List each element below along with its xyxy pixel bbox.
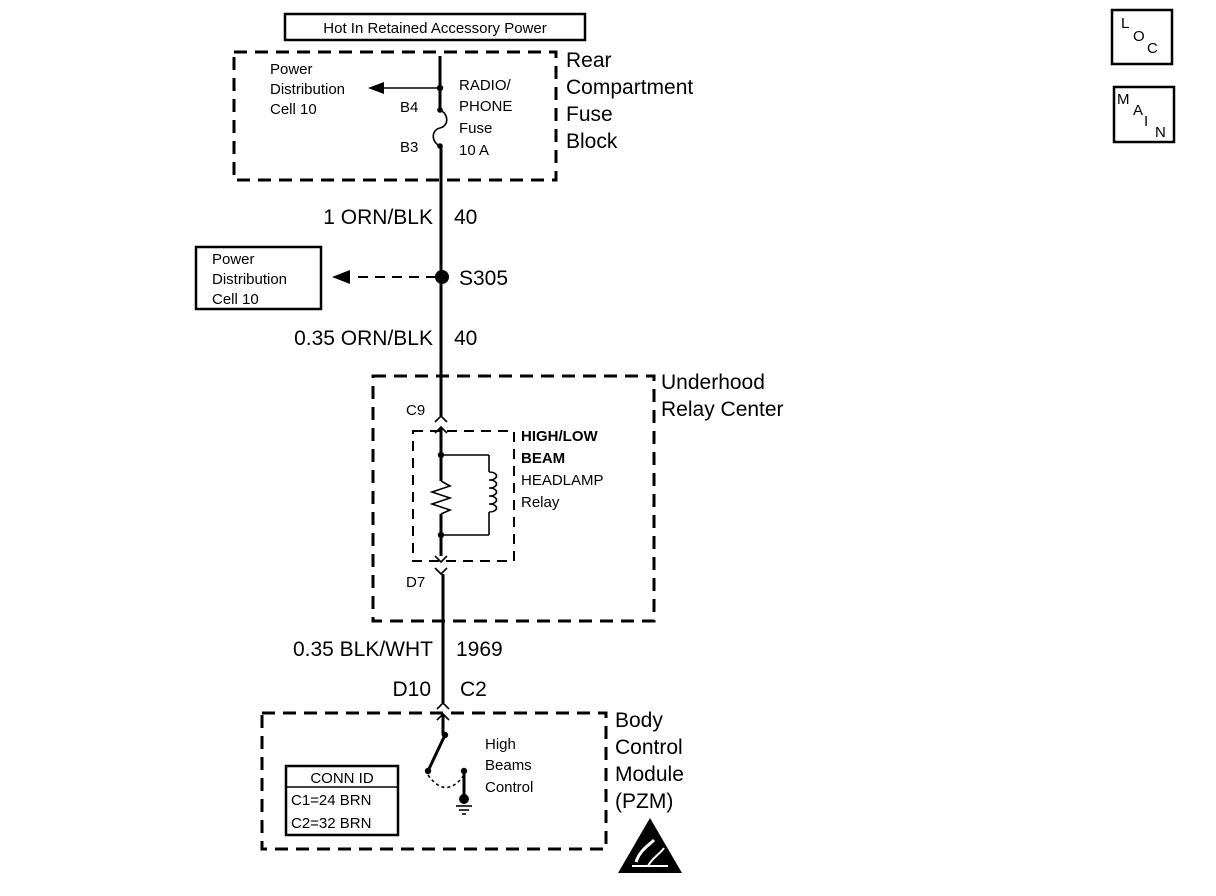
bcm-name-line-4: (PZM) <box>615 790 673 813</box>
relay-label-line-4: Relay <box>521 494 560 511</box>
relay-pin-in: C9 <box>406 402 425 419</box>
fuse-label-line-1: RADIO/ <box>459 77 512 94</box>
conn-id-c2: C2=32 BRN <box>291 815 371 832</box>
switch-contact-left <box>424 767 432 775</box>
bcm-pin-left: D10 <box>392 678 431 701</box>
bcm-name-line-2: Control <box>615 736 683 759</box>
main-letter-2: A <box>1133 102 1143 119</box>
switch-label: High Beams Control <box>485 736 536 796</box>
main-letter-3: I <box>1144 113 1148 130</box>
splice-pdc-line-1: Power <box>212 251 255 268</box>
fuse-pin-bottom: B3 <box>400 139 418 156</box>
main-letter-1: M <box>1117 91 1130 108</box>
fuse-pin-top: B4 <box>400 99 418 116</box>
wire1-label: 1 ORN/BLK <box>323 206 433 229</box>
connector-c9-upper-icon <box>434 414 448 423</box>
loc-button[interactable]: L O C <box>1110 8 1174 66</box>
bcm-outline <box>260 711 608 851</box>
main-button[interactable]: M A I N <box>1112 85 1176 144</box>
fuse-block-name-line-3: Fuse <box>566 103 613 126</box>
header-label: Hot In Retained Accessory Power <box>323 20 546 37</box>
switch-label-line-2: Beams <box>485 757 532 774</box>
wire3-label: 0.35 BLK/WHT <box>293 638 433 661</box>
relay-node-top <box>437 451 445 459</box>
main-button-frame <box>1112 85 1176 144</box>
bcm-name-line-3: Module <box>615 763 684 786</box>
fuse-terminal-top <box>437 107 443 113</box>
loc-button-frame <box>1110 8 1174 66</box>
main-letter-4: N <box>1155 124 1166 141</box>
ground-node <box>459 794 469 804</box>
fuse-feed-node <box>436 84 444 92</box>
bcm-name-line-1: Body <box>615 709 663 732</box>
splice-name: S305 <box>459 267 508 290</box>
fuse-label-line-4: 10 A <box>459 142 489 159</box>
conn-id-box <box>284 764 400 837</box>
switch-link-icon <box>427 774 465 789</box>
connector-c2-upper-icon <box>436 701 450 710</box>
relay-outline <box>412 430 515 562</box>
esd-warning-icon <box>618 818 682 873</box>
switch-label-line-1: High <box>485 736 516 753</box>
relay-center-outline <box>371 374 656 623</box>
fuse-block-name-line-2: Compartment <box>566 76 693 99</box>
bcm-pin-right: C2 <box>460 678 487 701</box>
loc-letter-3: C <box>1147 40 1158 57</box>
relay-center-name: Underhood Relay Center <box>661 371 784 421</box>
fuse-block-outline <box>232 50 558 182</box>
connector-d7-upper-icon <box>434 555 448 564</box>
fuse-icon <box>432 109 448 147</box>
fuse-block-name: Rear Compartment Fuse Block <box>566 49 699 153</box>
fuse-label-line-3: Fuse <box>459 120 492 137</box>
relay-coil-icon <box>488 471 498 513</box>
switch-blade-icon <box>426 734 447 772</box>
relay-center-name-line-2: Relay Center <box>661 398 784 421</box>
conn-id-title: CONN ID <box>310 770 374 787</box>
relay-pin-out: D7 <box>406 574 425 591</box>
fuse-label-line-2: PHONE <box>459 98 512 115</box>
header-label-box <box>283 12 587 42</box>
relay-resistor-icon <box>429 480 453 515</box>
relay-center-name-line-1: Underhood <box>661 371 765 394</box>
wire3-circuit: 1969 <box>456 638 503 661</box>
fuse-block-pdc-ref: Power Distribution Cell 10 <box>270 61 349 118</box>
wire2-label: 0.35 ORN/BLK <box>294 327 433 350</box>
splice-pdc-line-3: Cell 10 <box>212 291 259 308</box>
fuse-block-name-line-1: Rear <box>566 49 612 72</box>
relay-label-line-1: HIGH/LOW <box>521 428 598 445</box>
wire2-circuit: 40 <box>454 327 477 350</box>
fuse-block-pdc-line-2: Distribution <box>270 81 345 98</box>
splice-s305-icon <box>435 270 449 284</box>
relay-label: HIGH/LOW BEAM HEADLAMP Relay <box>521 428 607 511</box>
bcm-name: Body Control Module (PZM) <box>615 709 690 813</box>
connector-d7-lower-icon <box>434 567 448 576</box>
splice-pdc-line-2: Distribution <box>212 271 287 288</box>
fuse-block-pdc-line-1: Power <box>270 61 313 78</box>
wire1-circuit: 40 <box>454 206 477 229</box>
splice-pdc-ref: Power Distribution Cell 10 <box>212 251 291 308</box>
relay-label-line-2: BEAM <box>521 450 565 467</box>
fuse-label: RADIO/ PHONE Fuse 10 A <box>459 77 517 159</box>
splice-branch-arrow <box>332 270 350 284</box>
fuse-block-pdc-line-3: Cell 10 <box>270 101 317 118</box>
loc-letter-2: O <box>1133 28 1145 45</box>
switch-label-line-3: Control <box>485 779 533 796</box>
relay-node-bottom <box>437 531 445 539</box>
splice-pdc-box <box>194 245 323 311</box>
relay-label-line-3: HEADLAMP <box>521 472 604 489</box>
pdc-arrow-head <box>368 82 384 94</box>
loc-letter-1: L <box>1121 15 1129 32</box>
fuse-block-name-line-4: Block <box>566 130 618 153</box>
conn-id-c1: C1=24 BRN <box>291 792 371 809</box>
